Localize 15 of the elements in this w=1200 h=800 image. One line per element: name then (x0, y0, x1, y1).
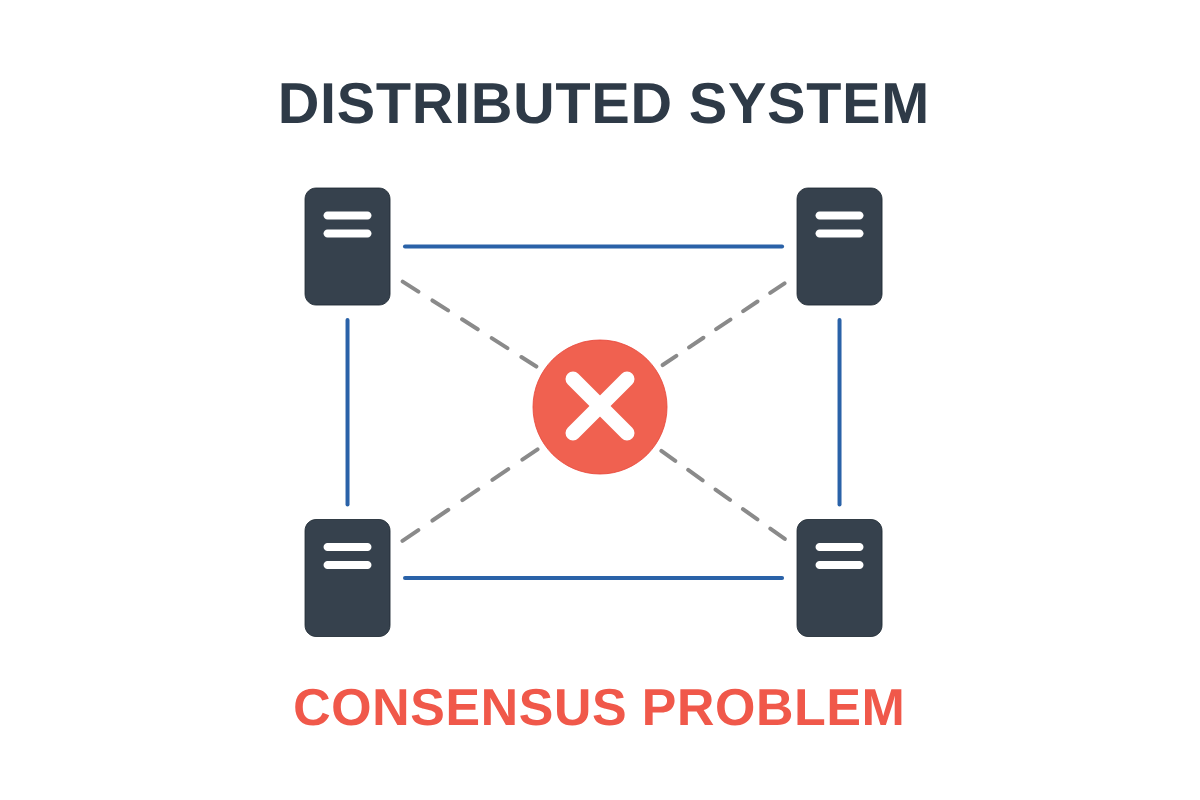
caption: CONSENSUS PROBLEM (295, 688, 902, 726)
server-icon (796, 187, 883, 306)
server-icon (304, 519, 391, 637)
dashed-line (400, 447, 540, 543)
error-icon (532, 339, 668, 475)
dashed-line (659, 448, 787, 541)
server-icon (796, 519, 883, 637)
dashed-line (400, 279, 539, 369)
server-icon (304, 187, 391, 306)
title: DISTRIBUTED SYSTEM (281, 82, 926, 124)
connection-line (345, 317, 350, 507)
dashed-line (660, 281, 787, 368)
connection-line (402, 244, 785, 249)
connection-line (402, 576, 785, 580)
connection-line (837, 317, 842, 507)
